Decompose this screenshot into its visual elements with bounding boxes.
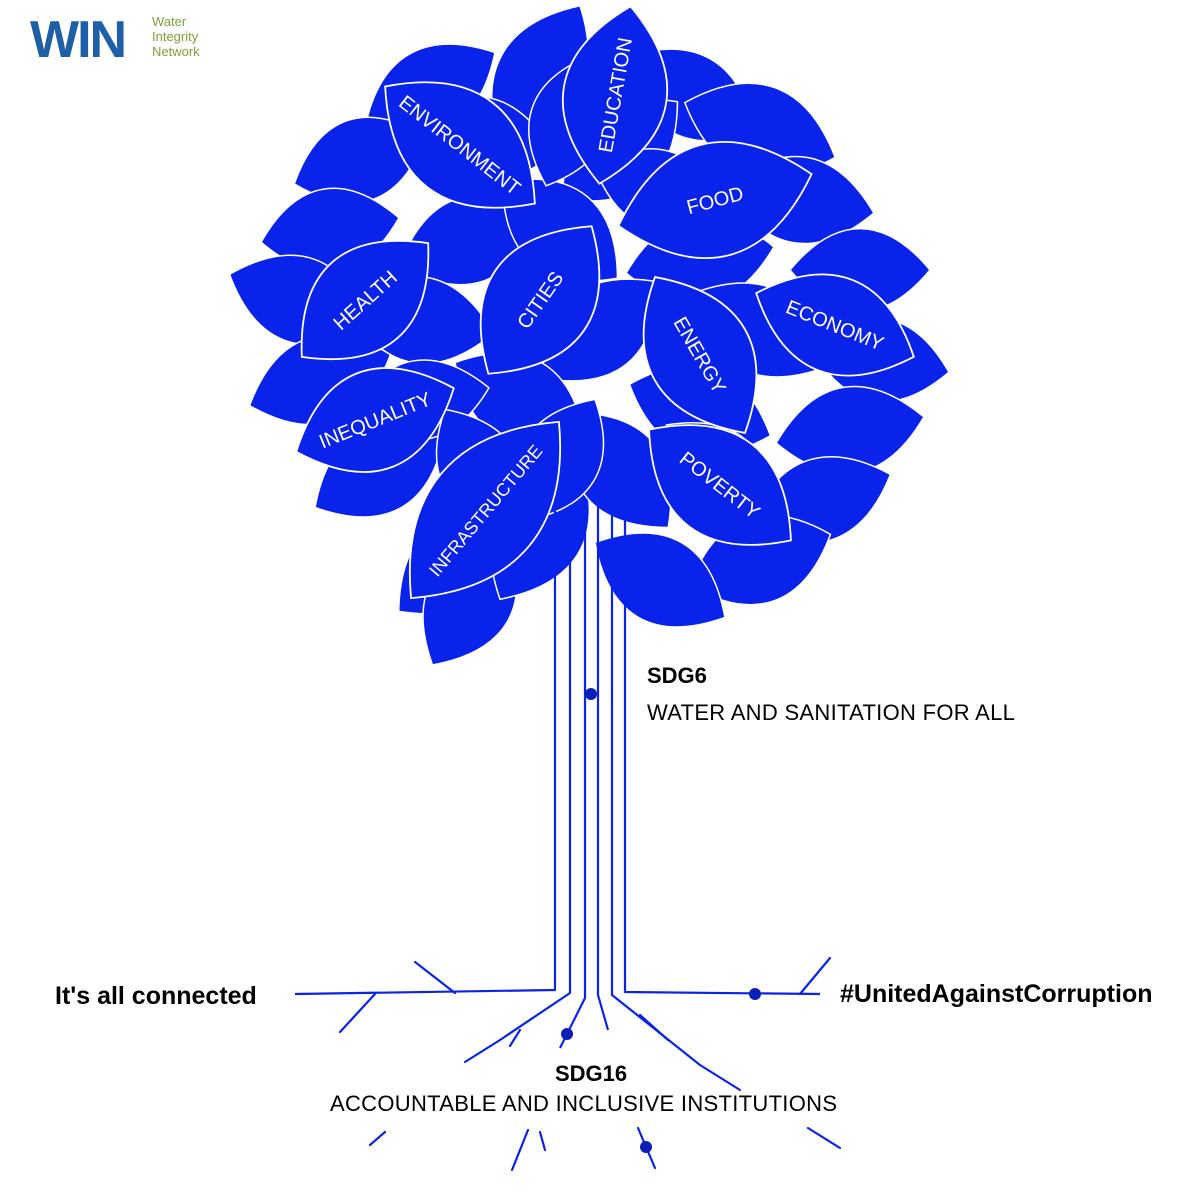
sdg16-subtitle: ACCOUNTABLE AND INCLUSIVE INSTITUTIONS: [330, 1091, 838, 1116]
trunk-strand-left: [294, 510, 557, 996]
left-tagline: It's all connected: [55, 982, 257, 1010]
leaf-shape: [648, 424, 792, 546]
logo-word-network: Network: [152, 44, 200, 59]
leaf-shape: [384, 81, 536, 209]
leaf-shape: [755, 273, 915, 377]
leaf-shape: [479, 225, 601, 375]
leaf-energy: ENERGY: [642, 276, 758, 434]
right-hashtag: #UnitedAgainstCorruption: [840, 980, 1153, 1008]
hashtag-dot: [749, 988, 761, 1000]
root-branch: [463, 1038, 502, 1064]
leaf-shape: [561, 5, 669, 185]
leaf-economy: ECONOMY: [755, 273, 915, 377]
logo-mark: WIN: [30, 11, 127, 69]
root-branch: [798, 956, 832, 996]
sdg16-dot: [561, 1028, 573, 1040]
leaf-food: FOOD: [617, 141, 813, 259]
root-branch: [538, 1130, 547, 1152]
root-branch: [413, 960, 457, 995]
sdg6-dot: [585, 688, 597, 700]
leaf-cities: CITIES: [479, 225, 601, 375]
root-dot: [640, 1141, 652, 1153]
sdg16-title: SDG16: [555, 1061, 628, 1086]
root-branch: [638, 1013, 670, 1042]
root-branch: [510, 1128, 530, 1172]
root-branch: [508, 1028, 522, 1048]
root-branch: [806, 1126, 842, 1150]
leaf-shape: [617, 141, 813, 259]
background-leaf: [594, 532, 726, 628]
leaf-health: HEALTH: [300, 239, 430, 361]
trunk-strand: [559, 498, 587, 1049]
leaf-shape: [300, 239, 430, 361]
trunk-strand: [610, 505, 701, 1066]
sdg6-subtitle: WATER AND SANITATION FOR ALL: [647, 700, 1016, 725]
leaf-shape: [295, 367, 455, 473]
root-branch: [338, 992, 377, 1034]
leaf-inequality: INEQUALITY: [295, 367, 455, 473]
logo-word-integrity: Integrity: [152, 29, 199, 44]
root-branch: [368, 1130, 387, 1147]
leaf-shape: [409, 420, 561, 600]
trunk-and-roots: [294, 485, 842, 1172]
trunk-strand: [596, 485, 610, 1031]
trunk-strand: [499, 505, 572, 1041]
win-logo: WIN Water Integrity Network: [30, 12, 250, 72]
root-branch: [698, 1063, 742, 1092]
leaf-poverty: POVERTY: [648, 424, 792, 546]
logo-word-water: Water: [152, 14, 187, 29]
leaf-education: EDUCATION: [561, 5, 669, 185]
leaf-shape: [642, 276, 758, 434]
sdg6-title: SDG6: [647, 663, 707, 688]
